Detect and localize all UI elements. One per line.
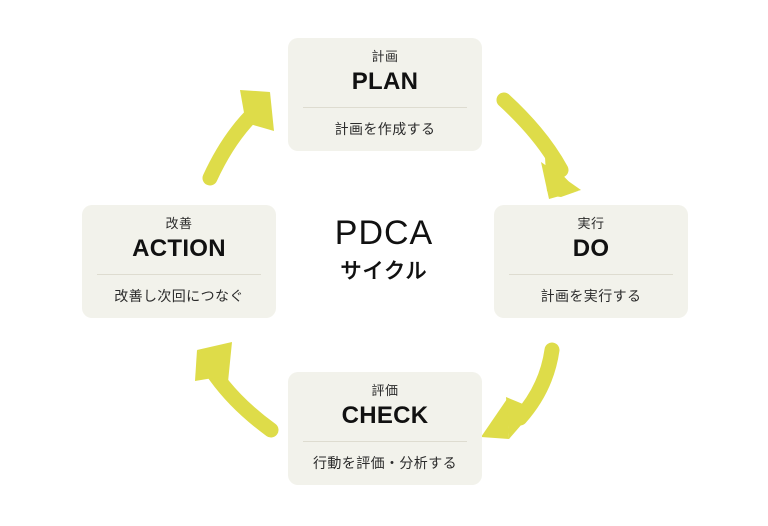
stage-jp-label-check: 評価 <box>371 383 399 398</box>
stage-en-label-check: CHECK <box>341 401 429 429</box>
stage-en-label-action: ACTION <box>132 234 226 262</box>
arrow-check-to-action <box>195 342 279 438</box>
stage-card-action[interactable]: 改善 ACTION 改善し次回につなぐ <box>82 205 276 318</box>
stage-card-plan[interactable]: 計画 PLAN 計画を作成する <box>288 38 482 151</box>
card-divider <box>97 273 261 275</box>
stage-jp-label-do: 実行 <box>577 216 605 231</box>
stage-en-label-plan: PLAN <box>351 67 419 95</box>
stage-description-do: 計画を実行する <box>540 287 642 304</box>
card-divider <box>303 440 467 442</box>
stage-card-do[interactable]: 実行 DO 計画を実行する <box>494 205 688 318</box>
stage-jp-label-action: 改善 <box>165 216 193 231</box>
arrow-plan-to-do <box>496 92 581 199</box>
stage-description-plan: 計画を作成する <box>334 120 436 137</box>
stage-description-action: 改善し次回につなぐ <box>114 287 244 304</box>
card-divider <box>303 106 467 108</box>
stage-en-label-do: DO <box>572 234 610 262</box>
stage-card-check[interactable]: 評価 CHECK 行動を評価・分析する <box>288 372 482 485</box>
center-subtitle: サイクル <box>340 260 428 284</box>
arrow-action-to-plan <box>202 90 274 186</box>
stage-jp-label-plan: 計画 <box>371 49 399 64</box>
arrow-do-to-check <box>481 342 560 439</box>
center-label: PDCA サイクル <box>284 214 484 284</box>
card-divider <box>509 273 673 275</box>
center-title: PDCA <box>334 214 434 252</box>
stage-description-check: 行動を評価・分析する <box>313 454 457 471</box>
